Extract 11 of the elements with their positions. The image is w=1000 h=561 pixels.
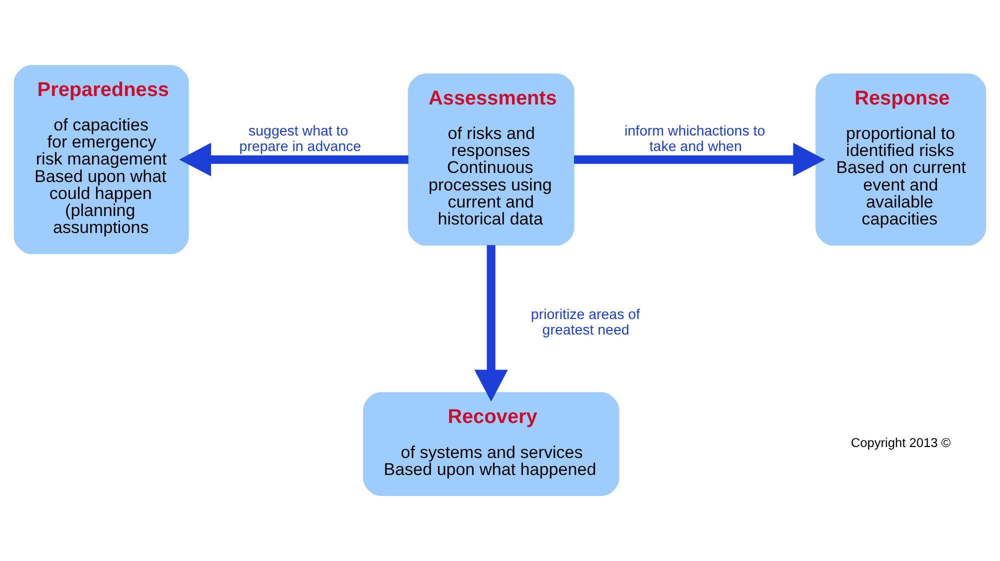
node-box: Recovery of systems and services Based upon what happened	[363, 392, 620, 496]
arrow	[474, 245, 508, 402]
edge-label: suggest what to prepare in advance	[239, 123, 362, 156]
node-box: Preparedness of capacities for emergency risk management Based upon what could happen (planning assumptions	[14, 64, 189, 254]
arrow	[179, 142, 408, 176]
label: Copyright 2013 ©	[850, 435, 951, 450]
arrow	[574, 142, 826, 176]
edge-label: prioritize areas of greatest need	[530, 306, 640, 339]
node-box: Response proportional to identified risks Based on current event and available capacities	[815, 74, 986, 246]
edge-label: inform whichactions to take and when	[624, 123, 766, 156]
node-box: Assessments of risks and responses Continuous processes using current and historical data	[408, 74, 574, 246]
